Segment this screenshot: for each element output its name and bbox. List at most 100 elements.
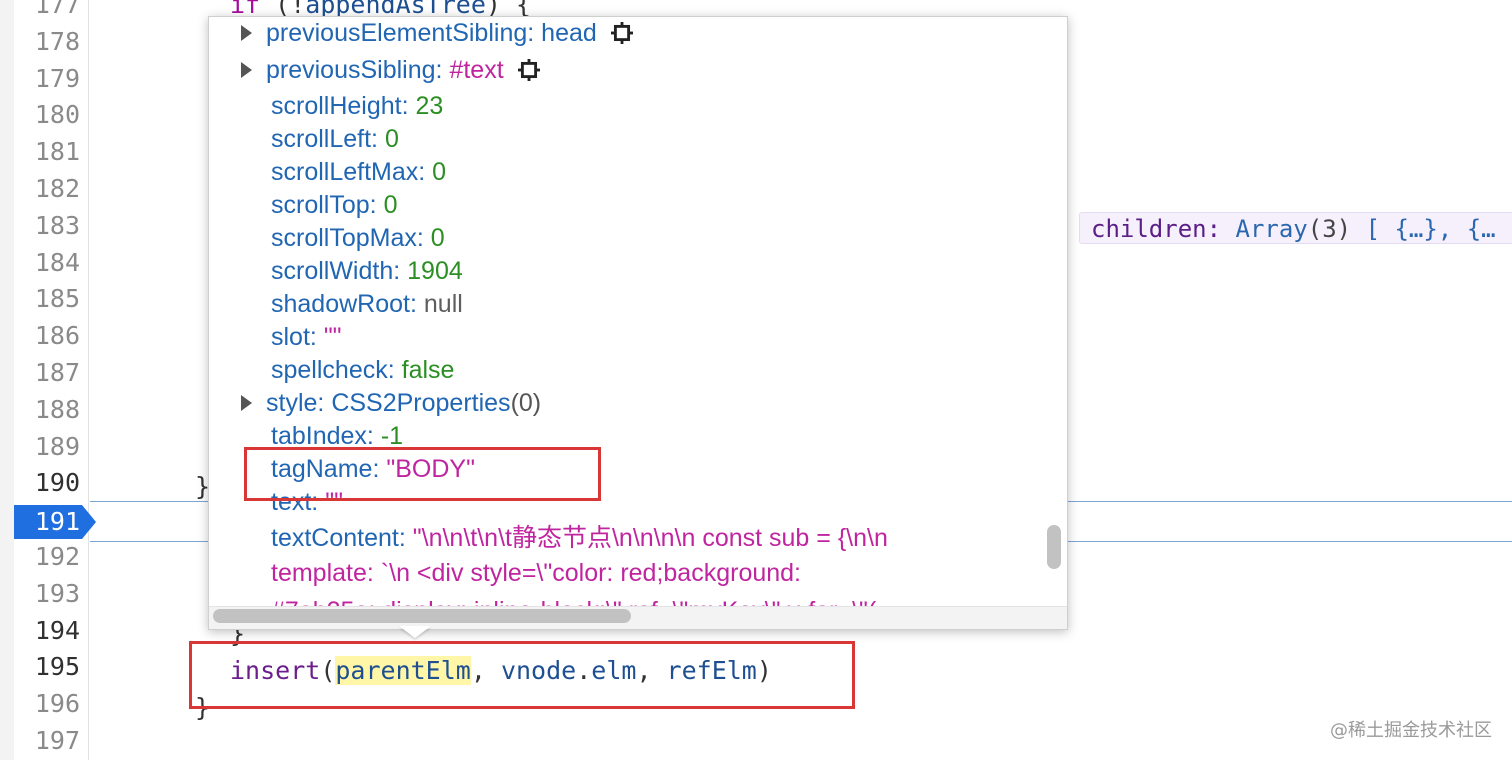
editor-left-edge [0, 0, 15, 760]
property-row[interactable]: text: "" [271, 486, 343, 519]
property-row[interactable]: tagName: "BODY" [271, 453, 475, 486]
property-row[interactable]: previousSibling: #text [241, 54, 540, 87]
property-value: `\n <div style=\"color: red;background: [380, 559, 801, 587]
code-line-195[interactable]: insert(parentElm, vnode.elm, refElm) [230, 656, 772, 685]
watermark: @稀土掘金技术社区 [1330, 720, 1492, 741]
line-number-177[interactable]: 177 [34, 0, 80, 19]
property-name: style [266, 389, 318, 417]
line-number-190[interactable]: 190 [34, 468, 80, 498]
property-colon: : [309, 323, 324, 351]
property-name: slot [271, 323, 310, 351]
property-count: (0) [510, 389, 542, 417]
property-colon: : [366, 422, 381, 450]
property-value: 0 [430, 224, 445, 252]
property-row[interactable]: textContent: "\n\n\t\n\t静态节点\n\n\n\n con… [271, 522, 888, 555]
line-number-185[interactable]: 185 [34, 284, 80, 314]
property-row[interactable]: scrollWidth: 1904 [271, 255, 463, 288]
property-value: "" [325, 488, 343, 516]
parentElm-token[interactable]: parentElm [335, 656, 471, 685]
code-line-190[interactable]: } [195, 472, 211, 501]
property-row[interactable]: shadowRoot: null [271, 288, 463, 321]
property-row[interactable]: template: `\n <div style=\"color: red;ba… [271, 557, 801, 590]
line-number-196[interactable]: 196 [34, 689, 80, 719]
property-name: template [271, 559, 367, 587]
expand-triangle-icon[interactable] [241, 62, 252, 78]
property-name: scrollTopMax [271, 224, 417, 252]
node-target-icon[interactable] [517, 57, 540, 81]
property-colon: : [409, 290, 424, 318]
line-number-188[interactable]: 188 [34, 394, 80, 424]
property-name: scrollHeight [271, 92, 402, 120]
line-number-180[interactable]: 180 [34, 100, 80, 130]
line-number-194[interactable]: 194 [34, 615, 80, 645]
property-colon: : [416, 224, 431, 252]
property-row[interactable]: slot: "" [271, 321, 342, 354]
line-number-183[interactable]: 183 [34, 210, 80, 240]
property-value[interactable]: #text [449, 56, 504, 84]
inline-variable-preview[interactable]: children: Array(3) [ {…}, {… [1079, 212, 1512, 244]
property-row[interactable]: scrollTopMax: 0 [271, 222, 445, 255]
line-number-193[interactable]: 193 [34, 578, 80, 608]
property-value[interactable]: CSS2Properties [331, 389, 511, 417]
property-name: scrollTop [271, 191, 370, 219]
property-value: 0 [384, 125, 399, 153]
property-colon: : [435, 56, 450, 84]
property-row[interactable]: scrollLeft: 0 [271, 123, 399, 156]
property-colon: : [317, 389, 332, 417]
property-name: tagName [271, 455, 373, 483]
property-row[interactable]: scrollTop: 0 [271, 189, 397, 222]
node-target-icon[interactable] [610, 20, 633, 44]
property-name: scrollWidth [271, 257, 394, 285]
property-colon: : [372, 455, 387, 483]
property-row[interactable]: spellcheck: false [271, 354, 454, 387]
property-value: "" [323, 323, 342, 351]
expand-triangle-icon[interactable] [241, 25, 252, 41]
line-number-179[interactable]: 179 [34, 63, 80, 93]
breakpoint-line-number[interactable]: 191 [34, 507, 80, 536]
property-name: scrollLeft [271, 125, 372, 153]
property-row[interactable]: style: CSS2Properties(0) [241, 387, 542, 420]
line-number-187[interactable]: 187 [34, 358, 80, 387]
property-value: 0 [383, 191, 398, 219]
property-colon: : [418, 158, 433, 186]
property-value: -1 [380, 422, 404, 450]
line-number-197[interactable]: 197 [34, 726, 80, 755]
line-number-181[interactable]: 181 [34, 137, 80, 167]
line-number-gutter[interactable] [14, 0, 89, 760]
preview-count: (3) [1307, 215, 1352, 243]
property-colon: : [527, 19, 542, 47]
line-number-186[interactable]: 186 [34, 321, 80, 351]
property-row[interactable]: scrollHeight: 23 [271, 90, 443, 123]
property-value: 0 [432, 158, 447, 186]
breakpoint-arrow [82, 505, 96, 539]
line-number-195[interactable]: 195 [34, 652, 80, 682]
preview-key: children: [1091, 215, 1222, 243]
property-colon: : [311, 488, 326, 516]
property-row[interactable]: tabIndex: -1 [271, 420, 403, 453]
preview-value: [ {…}, {… [1365, 215, 1496, 243]
popup-vertical-scrollbar[interactable] [1047, 525, 1061, 569]
line-number-184[interactable]: 184 [34, 247, 80, 277]
property-value: 23 [415, 92, 444, 120]
property-value: "BODY" [386, 455, 475, 483]
line-number-192[interactable]: 192 [34, 542, 80, 571]
line-number-182[interactable]: 182 [34, 174, 80, 203]
breakpoint-marker[interactable] [14, 505, 82, 539]
code-line-177[interactable]: if (!appendAsTree) { [230, 0, 532, 19]
line-number-178[interactable]: 178 [34, 26, 80, 56]
property-row[interactable]: previousElementSibling: head [241, 17, 633, 50]
insert-call[interactable]: insert [230, 656, 321, 685]
property-value[interactable]: head [541, 19, 597, 47]
property-name: text [271, 488, 312, 516]
property-name: previousElementSibling [266, 19, 528, 47]
expand-triangle-icon[interactable] [241, 395, 252, 411]
popup-horizontal-scrollbar[interactable] [213, 609, 631, 623]
line-number-189[interactable]: 189 [34, 431, 80, 461]
property-row[interactable]: scrollLeftMax: 0 [271, 156, 446, 189]
property-colon: : [398, 524, 413, 552]
property-name: scrollLeftMax [271, 158, 419, 186]
property-value: null [423, 290, 463, 318]
annotation-box-tagname [244, 447, 601, 501]
property-colon: : [366, 559, 381, 587]
